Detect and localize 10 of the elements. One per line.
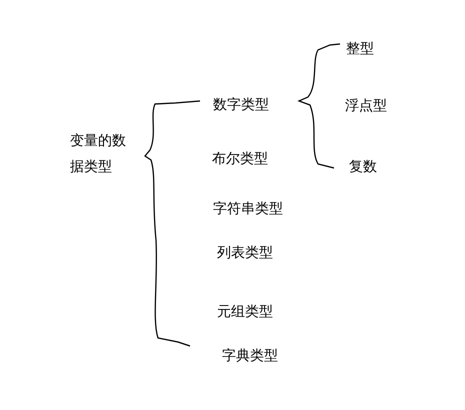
- category-label: 布尔类型: [212, 150, 268, 169]
- category-label: 数字类型: [213, 96, 269, 115]
- category-label: 元组类型: [217, 303, 273, 322]
- category-label: 复数: [349, 158, 377, 177]
- category-label: 浮点型: [345, 97, 387, 116]
- category-label: 列表类型: [217, 244, 273, 263]
- category-label: 整型: [346, 40, 374, 59]
- category-label: 变量的数据类型: [70, 132, 127, 177]
- category-label: 字符串类型: [213, 200, 283, 219]
- category-label: 字典类型: [222, 347, 278, 366]
